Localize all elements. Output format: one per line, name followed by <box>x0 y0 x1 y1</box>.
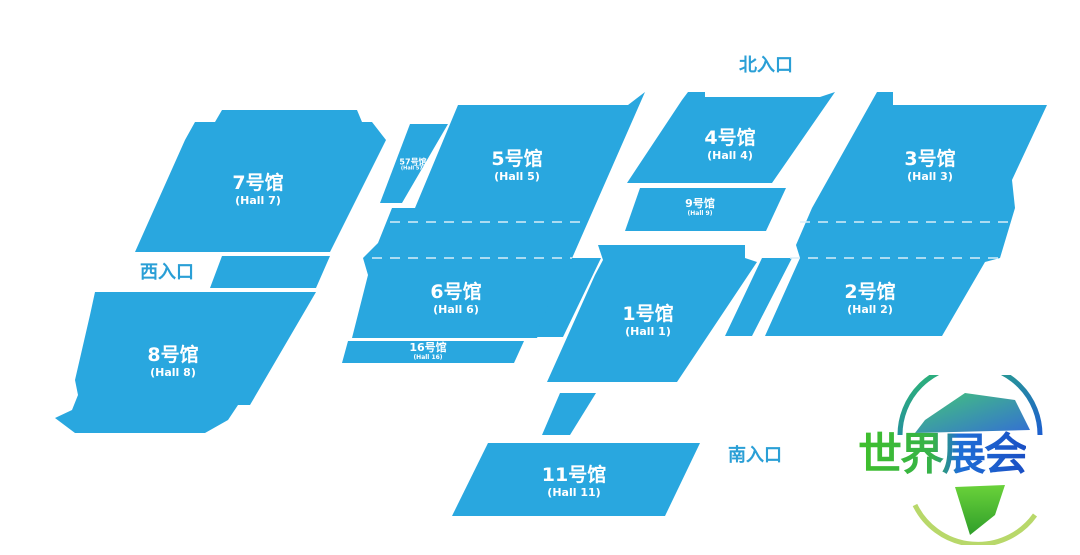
hall-5-6-shape[interactable] <box>352 92 645 338</box>
dashed-dividers <box>372 221 1010 259</box>
hall-name: 5号馆 <box>491 147 543 170</box>
hall-1-shape[interactable] <box>547 245 757 382</box>
hall-16-label: 16号馆(Hall 16) <box>409 342 446 362</box>
hall-name-en: (Hall 5) <box>494 169 540 183</box>
hall-name: 6号馆 <box>430 280 482 303</box>
hall-name: 9号馆 <box>685 197 715 211</box>
hall-57-label: 57号馆(Hall 57) <box>399 158 426 173</box>
connector-block <box>542 393 596 435</box>
hall-6-label: 6号馆(Hall 6) <box>430 280 482 316</box>
globe-logo-icon <box>897 375 1043 545</box>
hall-4-shape[interactable] <box>627 92 835 183</box>
hall-name-en: (Hall 4) <box>707 148 753 162</box>
hall-name: 11号馆 <box>541 463 607 486</box>
hall-2-label: 2号馆(Hall 2) <box>844 280 896 316</box>
hall-9-shape[interactable] <box>625 188 786 231</box>
hall-name: 8号馆 <box>147 343 199 366</box>
hall-8-shape[interactable] <box>55 292 316 433</box>
hall-name-en: (Hall 6) <box>433 302 479 316</box>
hall-3-2-shape[interactable] <box>765 92 1047 336</box>
hall-7-shape[interactable] <box>135 110 386 252</box>
hall-name-en: (Hall 2) <box>847 302 893 316</box>
hall-11-shape[interactable] <box>452 443 700 516</box>
logo-text: 世界展会 <box>858 418 1028 482</box>
hall-3-label: 3号馆(Hall 3) <box>904 147 956 183</box>
hall-name: 16号馆 <box>409 341 447 355</box>
hall-11-label: 11号馆(Hall 11) <box>541 463 607 499</box>
hall-name: 1号馆 <box>622 302 674 325</box>
hall-name: 7号馆 <box>232 171 284 194</box>
hall-4-label: 4号馆(Hall 4) <box>704 126 756 162</box>
hall-5-label: 5号馆(Hall 5) <box>491 147 543 183</box>
west-entrance-label: 西入口 <box>140 262 194 283</box>
hall-name: 3号馆 <box>904 147 956 170</box>
hall-name-en: (Hall 11) <box>547 485 601 499</box>
hall-name-en: (Hall 7) <box>235 193 281 207</box>
north-entrance-label: 北入口 <box>739 55 793 76</box>
hall-57-shape[interactable] <box>380 124 448 203</box>
hall-name: 4号馆 <box>704 126 756 149</box>
corridor-block <box>535 258 601 337</box>
hall-9-label: 9号馆(Hall 9) <box>685 198 715 218</box>
hall-name-en: (Hall 9) <box>687 209 713 217</box>
south-entrance-label: 南入口 <box>728 445 782 466</box>
hall-name-en: (Hall 3) <box>907 169 953 183</box>
hall-8-label: 8号馆(Hall 8) <box>147 343 199 379</box>
hall-name-en: (Hall 8) <box>150 365 196 379</box>
west-gate-block <box>210 256 330 288</box>
hall-name-en: (Hall 16) <box>413 353 443 361</box>
hall-16-shape[interactable] <box>342 341 524 363</box>
hall-name: 2号馆 <box>844 280 896 303</box>
hall-name-en: (Hall 1) <box>625 324 671 338</box>
hall-name-en: (Hall 57) <box>400 165 426 172</box>
hall-1-label: 1号馆(Hall 1) <box>622 302 674 338</box>
hall-name: 57号馆 <box>399 157 427 167</box>
hall-7-label: 7号馆(Hall 7) <box>232 171 284 207</box>
corridor-block <box>725 258 792 336</box>
